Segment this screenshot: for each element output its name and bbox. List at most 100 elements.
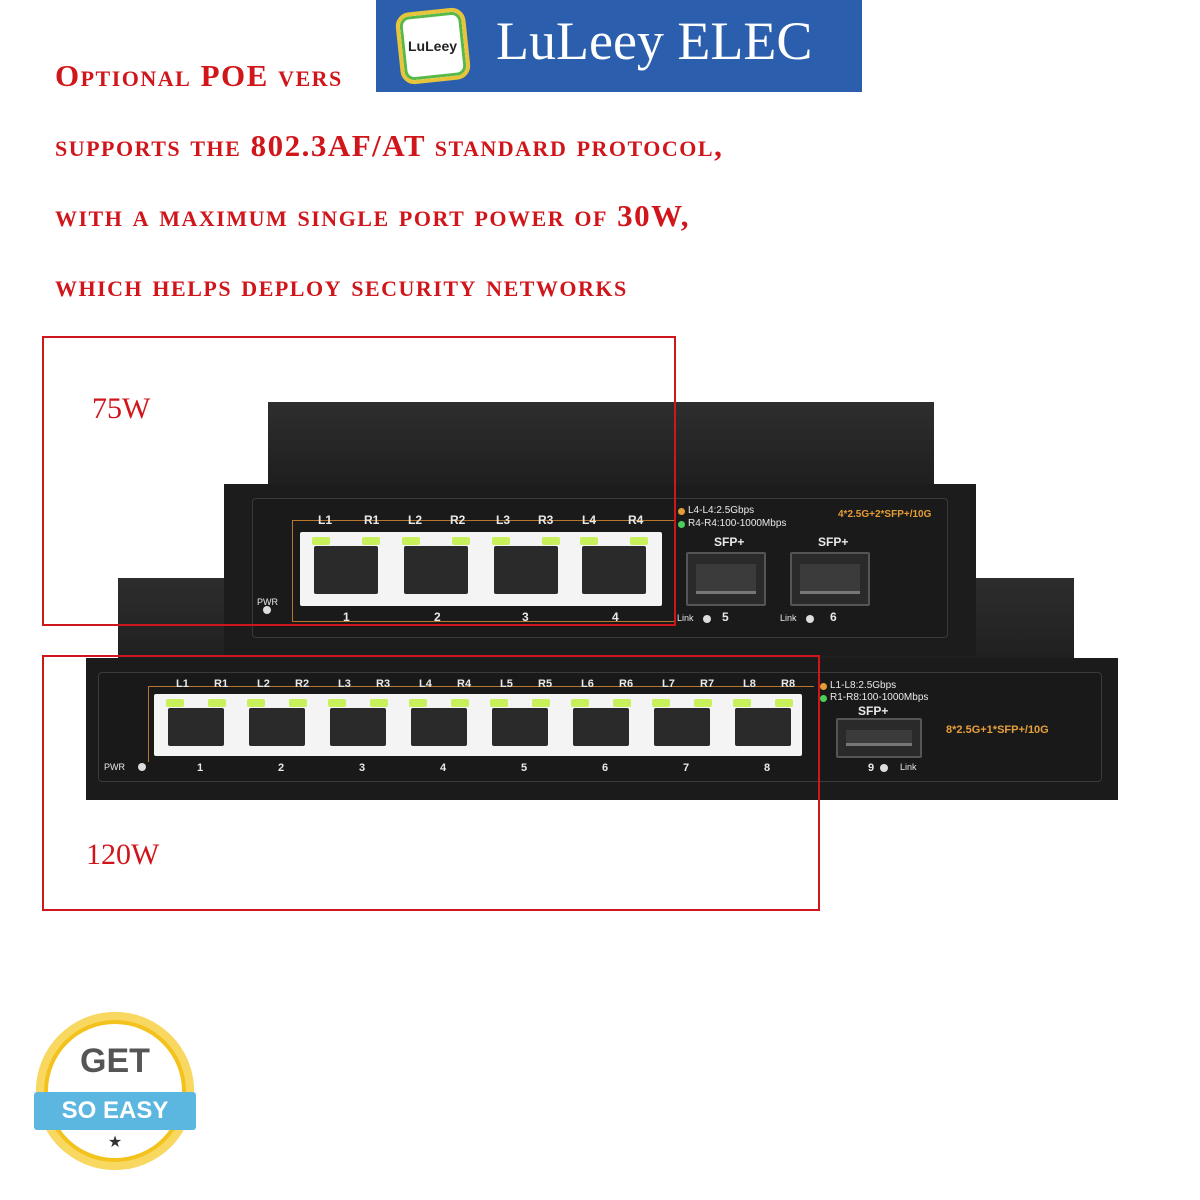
port-led-left (490, 699, 508, 707)
port-number: 4 (612, 610, 619, 624)
ethernet-port-1 (160, 696, 232, 754)
port-number: 5 (521, 762, 528, 774)
port-led-left (409, 699, 427, 707)
port-label: R3 (376, 678, 391, 690)
sfp-port-5 (686, 552, 766, 606)
port-bracket (148, 686, 814, 762)
ethernet-port-7 (646, 696, 718, 754)
port-led-right (208, 699, 226, 707)
sfp-port-9 (836, 718, 922, 758)
port-label: L3 (496, 513, 511, 527)
power-label-75w: 75W (92, 392, 151, 425)
link-label: Link (900, 762, 917, 772)
port-led-left (247, 699, 265, 707)
port-label: R7 (700, 678, 715, 690)
ethernet-port-8 (727, 696, 799, 754)
port-label: L2 (408, 513, 423, 527)
sfp-number: 5 (722, 610, 729, 624)
legend-dot-orange (678, 508, 685, 515)
badge-get-text: GET (80, 1042, 150, 1080)
port-label: R1 (214, 678, 229, 690)
legend-dot-orange (820, 683, 827, 690)
port-bracket (292, 520, 674, 622)
get-so-easy-badge: GET SO EASY ★ (34, 1012, 196, 1170)
port-number: 2 (278, 762, 285, 774)
port-led-left (580, 537, 598, 545)
port-socket (735, 708, 791, 746)
port-led-left (328, 699, 346, 707)
port-label: R1 (364, 513, 380, 527)
model-label: 8*2.5G+1*SFP+/10G (946, 724, 1049, 736)
port-label: L4 (419, 678, 432, 690)
brand-banner: LuLeey LuLeey ELEC (376, 0, 862, 92)
headline-line-3: with a maximum single port power of 30W, (55, 198, 691, 233)
ethernet-port-5 (484, 696, 556, 754)
port-led-left (312, 537, 330, 545)
pwr-led (138, 763, 146, 771)
port-led-right (613, 699, 631, 707)
port-led-right (362, 537, 380, 545)
port-number: 8 (764, 762, 771, 774)
brand-logo-text: LuLeey (408, 38, 458, 55)
headline-line-2: supports the 802.3AF/AT standard protoco… (55, 128, 724, 163)
link-led (703, 615, 711, 623)
headline-line-4: which helps deploy security networks (55, 268, 628, 303)
port-led-right (289, 699, 307, 707)
brand-logo-icon: LuLeey (394, 6, 472, 86)
port-label: L4 (582, 513, 597, 527)
ethernet-port-4 (403, 696, 475, 754)
port-led-right (775, 699, 793, 707)
port-led-right (452, 537, 470, 545)
legend-line-2: R4-R4:100-1000Mbps (688, 518, 787, 529)
star-icon: ★ (107, 1134, 123, 1151)
legend-dot-green (678, 521, 685, 528)
port-number: 4 (440, 762, 447, 774)
sfp-slot (846, 730, 912, 746)
port-label: L1 (176, 678, 189, 690)
port-label: L2 (257, 678, 270, 690)
port-label: R8 (781, 678, 796, 690)
ethernet-port-1 (306, 534, 386, 602)
port-label: R4 (457, 678, 472, 690)
legend-line-2: R1-R8:100-1000Mbps (830, 692, 929, 703)
ethernet-port-3 (486, 534, 566, 602)
ethernet-port-2 (396, 534, 476, 602)
frame-75w (42, 336, 676, 626)
port-label: L1 (318, 513, 333, 527)
pwr-led (263, 606, 271, 614)
headline-line-1: Optional POE vers (55, 58, 343, 93)
badge-ribbon: SO EASY (34, 1092, 196, 1130)
link-label: Link (780, 613, 797, 623)
link-led (880, 764, 888, 772)
link-led (806, 615, 814, 623)
port-led-right (451, 699, 469, 707)
sfp-slot (800, 564, 860, 594)
port-socket (411, 708, 467, 746)
frame-120w (42, 655, 820, 911)
ethernet-port-6 (565, 696, 637, 754)
port-number: 6 (602, 762, 609, 774)
port-label: R3 (538, 513, 554, 527)
link-label: Link (677, 613, 694, 623)
port-number: 1 (197, 762, 204, 774)
port-led-right (630, 537, 648, 545)
port-number: 7 (683, 762, 690, 774)
port-led-right (694, 699, 712, 707)
port-label: L6 (581, 678, 594, 690)
port-label: R5 (538, 678, 553, 690)
port-socket (654, 708, 710, 746)
legend-line-1: L4-L4:2.5Gbps (688, 505, 755, 516)
port-label: L5 (500, 678, 513, 690)
port-number: 3 (522, 610, 529, 624)
port-socket (573, 708, 629, 746)
port-socket (330, 708, 386, 746)
port-socket (314, 546, 378, 594)
brand-name: LuLeey ELEC (496, 11, 813, 71)
port-number: 3 (359, 762, 366, 774)
port-label: L8 (743, 678, 756, 690)
legend-line-1: L1-L8:2.5Gbps (830, 680, 897, 691)
port-socket (492, 708, 548, 746)
port-socket (494, 546, 558, 594)
sfp-port-6 (790, 552, 870, 606)
badge-inner (48, 1024, 182, 1158)
